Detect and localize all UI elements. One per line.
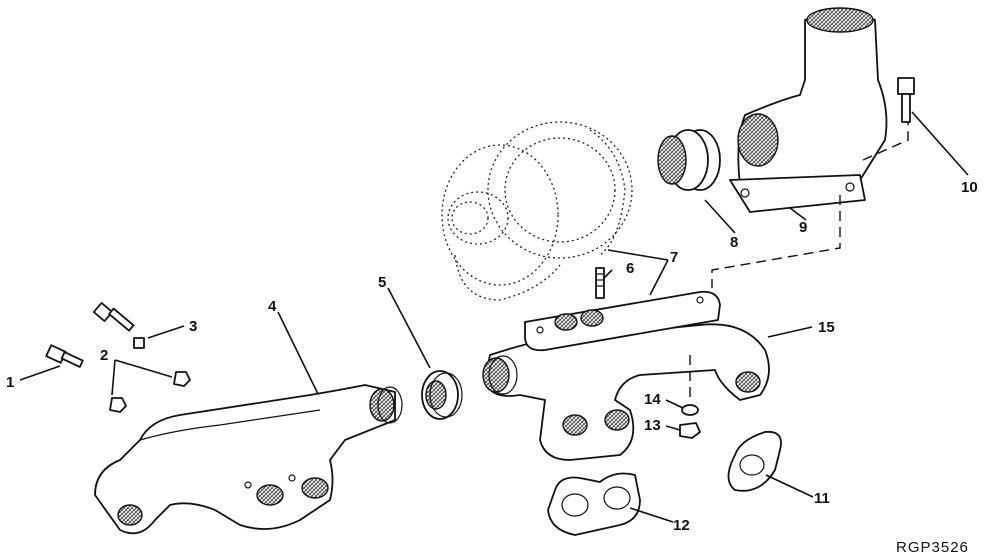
callout-11: 11 (814, 490, 830, 507)
part-6-stud (595, 267, 605, 299)
part-14-washer (681, 404, 699, 416)
callout-3: 3 (189, 318, 197, 335)
callout-14: 14 (644, 391, 661, 408)
part-5-seal-ring (421, 370, 463, 420)
part-11-gasket (727, 430, 782, 492)
callout-6: 6 (626, 260, 634, 277)
callout-13: 13 (644, 417, 661, 434)
callout-15: 15 (818, 319, 835, 336)
callout-7: 7 (670, 249, 678, 266)
callout-2: 2 (100, 347, 108, 364)
callout-labels: 1 2 3 4 5 6 7 8 9 10 11 12 13 14 15 (6, 179, 978, 534)
part-13-nut (679, 422, 701, 439)
part-1-bolt (45, 344, 84, 368)
part-4-exhaust-manifold-left (94, 384, 403, 535)
part-8-bellows (657, 129, 721, 191)
part-3-bolt (92, 302, 145, 349)
turbocharger-dotted-outline (441, 121, 633, 301)
callout-8: 8 (730, 234, 738, 251)
callout-10: 10 (961, 179, 978, 196)
part-15-exhaust-manifold-center (482, 290, 770, 461)
part-2-nuts (109, 371, 191, 413)
callout-4: 4 (268, 298, 277, 315)
part-12-gasket (547, 472, 641, 536)
part-10-cap-screw (897, 77, 915, 123)
connection-dashed-lines (689, 122, 909, 402)
reference-code: RGP3526 (896, 539, 969, 556)
leader-lines (19, 111, 969, 523)
part-9-elbow (729, 7, 888, 213)
callout-12: 12 (673, 517, 690, 534)
callout-5: 5 (378, 274, 386, 291)
callout-1: 1 (6, 374, 14, 391)
callout-9: 9 (799, 219, 807, 236)
